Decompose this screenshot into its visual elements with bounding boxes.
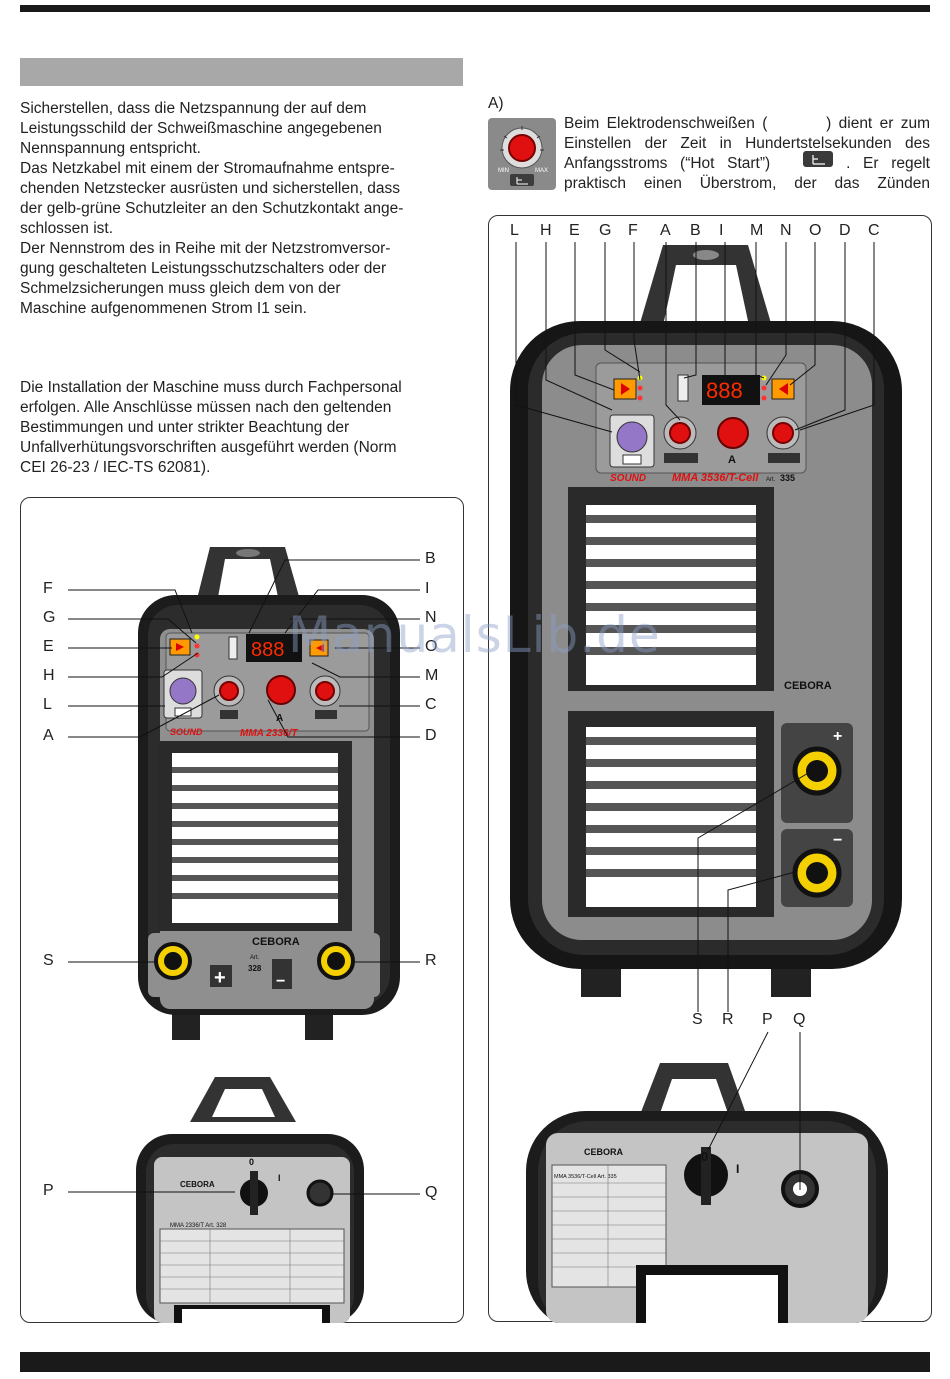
left-switch-1: I: [278, 1173, 281, 1183]
left-amp-label: A: [276, 713, 283, 724]
callout-label: I: [719, 222, 724, 239]
left-display-digits: 888: [251, 639, 284, 661]
callout-label: Q: [425, 1184, 438, 1201]
hot-start-icon: [803, 151, 833, 167]
left-art-label: Art.: [250, 955, 260, 961]
text-line: erfolgen. Alle Anschlüsse müssen nach de…: [20, 399, 392, 416]
right-text-paragraph: Beim Elektrodenschweißen ( ) dient er zu…: [564, 114, 930, 194]
right-switch-1: I: [736, 1162, 739, 1176]
callout-label: L: [43, 696, 52, 713]
callout-label: F: [43, 580, 53, 597]
callout-label: P: [43, 1182, 54, 1199]
right-figure-drawing: 888 A SOUND MMA 3536/T-Cell Art. 335 CEB…: [510, 245, 902, 1323]
callout-label: A: [660, 222, 671, 239]
left-rear-cebora: CEBORA: [180, 1180, 215, 1189]
right-rear-cebora: CEBORA: [584, 1147, 624, 1157]
callout-label: C: [425, 696, 437, 713]
text-line: Der Nennstrom des in Reihe mit der Netzs…: [20, 240, 391, 257]
knob-min-label: MIN: [498, 168, 509, 174]
left-text-section-2: Die Installation der Maschine muss durch…: [20, 378, 465, 478]
callout-label: C: [868, 222, 880, 239]
callout-label: Q: [793, 1011, 806, 1028]
callout-label: D: [839, 222, 851, 239]
left-minus-sign: −: [276, 973, 285, 990]
callout-label: D: [425, 727, 437, 744]
right-brand-sound: SOUND: [610, 473, 646, 484]
text-line: gung geschalteten Leistungsschutzschalte…: [20, 260, 387, 277]
callout-label: I: [425, 580, 430, 597]
callout-label: E: [43, 638, 54, 655]
callout-label: O: [425, 638, 438, 655]
left-brand-sound: SOUND: [170, 727, 203, 737]
text-line: Bestimmungen und unter strikter Beachtun…: [20, 419, 350, 436]
text-line: praktisch einen Überstrom, der das Zünde…: [564, 175, 930, 192]
text-line: Schmelzsicherungen muss gleich dem von d…: [20, 280, 341, 297]
left-switch-0: 0: [249, 1157, 254, 1167]
left-brand-cebora: CEBORA: [252, 936, 300, 948]
callout-label: S: [43, 952, 54, 969]
right-heading: A): [488, 95, 504, 112]
text-line: Unfallverhütungsvorschriften ausgeführt …: [20, 439, 397, 456]
right-brand-cebora: CEBORA: [784, 680, 832, 692]
callout-label: R: [425, 952, 437, 969]
callout-label: H: [43, 667, 55, 684]
right-minus-sign: −: [833, 832, 842, 849]
callout-label: S: [692, 1011, 703, 1028]
right-plate-model: MMA 3536/T-Cell Art. 335: [554, 1174, 617, 1180]
knob-max-label: MAX: [535, 168, 548, 174]
left-plus-sign: +: [214, 967, 226, 989]
text-line: Beim Elektrodenschweißen ( ) dient er zu…: [564, 115, 930, 132]
callout-label: A: [43, 727, 54, 744]
watermark: ManualsLib.de: [288, 606, 661, 664]
text-line: Leistungsschild der Schweißmaschine ange…: [20, 120, 382, 137]
text-line: CEI 26-23 / IEC-TS 62081).: [20, 459, 211, 476]
text-line: Das Netzkabel mit einem der Stromaufnahm…: [20, 160, 395, 177]
left-plate-model: MMA 2336/T Art. 328: [170, 1223, 227, 1229]
callout-label: O: [809, 222, 822, 239]
text-line: Einstellen der Zeit in Hundertstelsekund…: [564, 135, 930, 152]
text-line: chenden Netzstecker ausrüsten und sicher…: [20, 180, 400, 197]
callout-label: N: [780, 222, 792, 239]
text-line: Die Installation der Maschine muss durch…: [20, 379, 402, 396]
callout-label: N: [425, 609, 437, 626]
left-model-label: MMA 2336/T: [240, 728, 298, 739]
text-line: Anfangsstroms (“Hot Start”) . Er regelt: [564, 155, 930, 172]
text-line: der gelb-grüne Schutzleiter an den Schut…: [20, 200, 404, 217]
callout-label: P: [762, 1011, 773, 1028]
right-plus-sign: +: [833, 728, 842, 745]
right-art-number: 335: [780, 473, 795, 483]
section-header-bar: [20, 58, 463, 86]
right-model-label: MMA 3536/T-Cell: [672, 472, 759, 484]
left-text-section-1: Sicherstellen, dass die Netzspannung der…: [20, 99, 465, 319]
knob-illustration: MIN MAX: [488, 118, 556, 190]
left-art-number: 328: [248, 964, 262, 973]
callout-label: M: [425, 667, 439, 684]
callout-label: B: [690, 222, 701, 239]
callout-label: H: [540, 222, 552, 239]
callout-label: M: [750, 222, 764, 239]
callout-label: G: [43, 609, 56, 626]
right-art-label: Art.: [766, 477, 776, 483]
callout-label: E: [569, 222, 580, 239]
right-switch-0: 0: [701, 1149, 708, 1164]
callout-label: L: [510, 222, 519, 239]
callout-label: G: [599, 222, 612, 239]
callout-label: B: [425, 550, 436, 567]
text-line: Sicherstellen, dass die Netzspannung der…: [20, 100, 367, 117]
bottom-rule: [20, 1352, 930, 1372]
right-amp-label: A: [728, 454, 736, 466]
top-rule: [20, 5, 930, 12]
callout-label: F: [628, 222, 638, 239]
right-display-digits: 888: [706, 378, 743, 403]
text-line: Nennspannung entspricht.: [20, 140, 201, 157]
text-line: schlossen ist.: [20, 220, 114, 237]
text-line: Maschine aufgenommenen Strom I1 sein.: [20, 300, 307, 317]
callout-label: R: [722, 1011, 734, 1028]
